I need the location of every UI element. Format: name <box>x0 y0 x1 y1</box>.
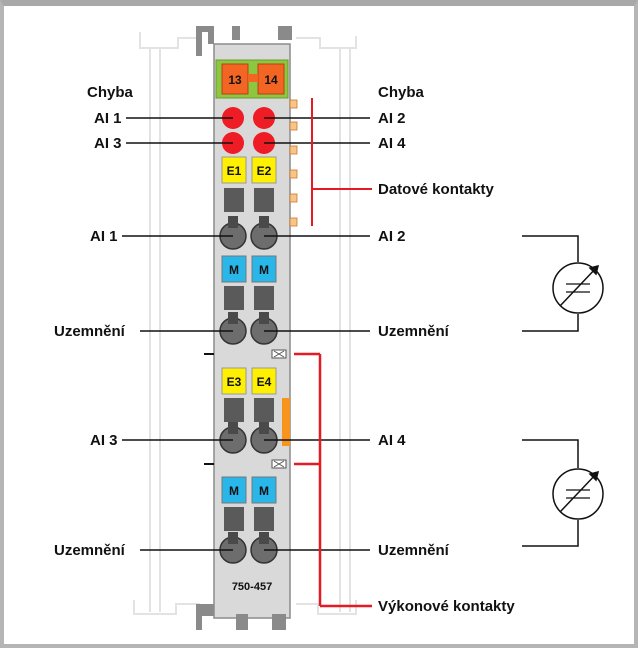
channel-tags-upper <box>221 156 277 184</box>
tag-m3: M <box>229 484 239 498</box>
terminal-13-label: 13 <box>228 73 242 87</box>
terminal-14-label: 14 <box>264 73 278 87</box>
tag-e1: E1 <box>227 164 242 178</box>
label-left-ai3: AI 3 <box>90 432 118 449</box>
top-terminal-block <box>215 59 289 99</box>
data-contacts <box>289 99 298 227</box>
sensor-icon <box>552 262 604 314</box>
tag-m4: M <box>259 484 269 498</box>
tag-m2: M <box>259 263 269 277</box>
label-right-chyba: Chyba <box>378 84 425 101</box>
label-right-ai2: AI 2 <box>378 228 406 245</box>
power-contact-markers-upper <box>204 349 287 359</box>
label-left-ai1-led: AI 1 <box>94 110 122 127</box>
model-plate <box>218 576 286 594</box>
label-left-ai1: AI 1 <box>90 228 118 245</box>
channel-tags-lower <box>221 367 277 395</box>
channel-tags-m1 <box>221 255 277 283</box>
label-power-contacts: Výkonové kontakty <box>378 598 515 615</box>
terminal-clamps-3 <box>219 398 278 454</box>
label-right-ground-2: Uzemnění <box>378 542 450 559</box>
label-left-chyba: Chyba <box>87 84 134 101</box>
sensor-icon <box>552 468 604 520</box>
channel-tags-m2 <box>221 476 277 504</box>
label-left-ground-1: Uzemnění <box>54 323 126 340</box>
tag-e4: E4 <box>257 375 272 389</box>
leader-lines-left <box>122 117 233 551</box>
leader-lines-right <box>264 117 370 551</box>
tag-e2: E2 <box>257 164 272 178</box>
data-contacts-bracket <box>311 98 372 226</box>
model-number: 750-457 <box>232 581 272 593</box>
tag-e3: E3 <box>227 375 242 389</box>
label-left-ai3-led: AI 3 <box>94 135 122 152</box>
sensor-circuit-2 <box>522 439 579 547</box>
label-right-ai4-led: AI 4 <box>378 135 406 152</box>
power-contact-strip <box>282 398 290 446</box>
label-left-ground-2: Uzemnění <box>54 542 126 559</box>
sensor-circuit-1 <box>522 235 579 332</box>
power-contacts-bracket <box>294 352 372 608</box>
label-data-contacts: Datové kontakty <box>378 181 495 198</box>
label-right-ai4: AI 4 <box>378 432 406 449</box>
din-rail-outline <box>133 32 357 615</box>
power-contact-markers-lower <box>204 459 287 469</box>
label-right-ai2-led: AI 2 <box>378 110 406 127</box>
tag-m1: M <box>229 263 239 277</box>
label-right-ground-1: Uzemnění <box>378 323 450 340</box>
